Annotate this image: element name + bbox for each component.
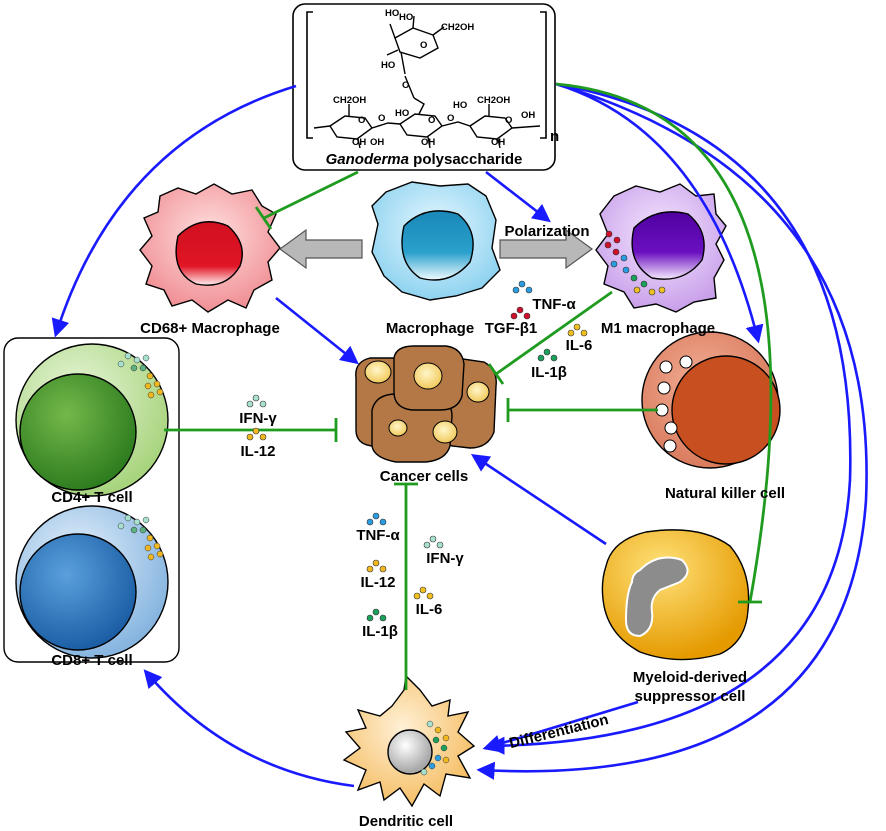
- label-dc-il12: IL-12: [360, 574, 395, 591]
- chem-label: O: [378, 113, 385, 124]
- label-nk-cell: Natural killer cell: [665, 485, 785, 502]
- label-macrophage: Macrophage: [386, 320, 474, 337]
- label-polarization: Polarization: [504, 223, 589, 240]
- activation-arrows: [51, 82, 868, 788]
- chem-label: HO: [399, 12, 413, 23]
- cd68-macrophage-cell: [139, 183, 281, 313]
- label-m1-tnf: TNF-α: [532, 296, 576, 313]
- label-t-il12: IL-12: [240, 443, 275, 460]
- top-sugar-ring: [386, 15, 445, 99]
- nk-granules: [655, 355, 693, 453]
- chem-label: CH2OH: [441, 22, 474, 33]
- chem-label: HO: [381, 60, 395, 71]
- cd8-granules: [117, 514, 164, 561]
- inhibition-lines: [164, 82, 773, 690]
- label-mdsc-line2: suppressor cell: [635, 688, 746, 705]
- t-cell-panel: [3, 337, 180, 663]
- macrophage-cell: [371, 181, 501, 301]
- chem-label: O: [505, 115, 512, 126]
- chem-label: O: [358, 115, 365, 126]
- chem-label: HO: [395, 108, 409, 119]
- chem-label: OH: [352, 137, 366, 148]
- chem-label: CH2OH: [333, 95, 366, 106]
- dendritic-cell: [342, 674, 476, 808]
- label-cancer-cells: Cancer cells: [380, 468, 468, 485]
- repeat-subscript: n: [550, 128, 559, 145]
- chem-label: OH: [491, 137, 505, 148]
- chem-label: O: [420, 40, 427, 51]
- label-mdsc-line1: Myeloid-derived: [633, 669, 747, 686]
- chem-label: CH2OH: [477, 95, 510, 106]
- chem-label: HO: [453, 100, 467, 111]
- label-tgf-beta1: TGF-β1: [485, 320, 538, 337]
- chem-label: OH: [421, 137, 435, 148]
- polysaccharide-panel: HO HO CH2OH HO O CH2OH HO O OH OH O CH2O…: [292, 3, 559, 171]
- polysaccharide-title: Ganoderma polysaccharide: [326, 151, 523, 168]
- cytokine-dots: [246, 280, 588, 622]
- label-dc-il1b: IL-1β: [362, 623, 398, 640]
- cd4-granules: [117, 352, 164, 399]
- dc-granules: [420, 720, 450, 776]
- grey-arrows: [278, 228, 594, 270]
- label-m1-il1b: IL-1β: [531, 364, 567, 381]
- cancer-cells-cluster: [355, 345, 497, 463]
- label-dendritic-cell: Dendritic cell: [359, 813, 453, 830]
- label-dc-tnf: TNF-α: [356, 527, 400, 544]
- nk-cell: [641, 331, 781, 469]
- chem-label: OH: [370, 137, 384, 148]
- chem-label: O: [447, 113, 454, 124]
- label-m1-il6: IL-6: [566, 337, 593, 354]
- label-differentiation: Differentiation: [508, 711, 611, 752]
- label-t-ifn: IFN-γ: [239, 410, 277, 427]
- chem-label: O: [428, 115, 435, 126]
- m1-granules: [604, 230, 666, 296]
- label-m1-macrophage: M1 macrophage: [601, 320, 715, 337]
- label-dc-ifn: IFN-γ: [426, 550, 464, 567]
- chem-label: O: [402, 80, 409, 91]
- label-dc-il6: IL-6: [416, 601, 443, 618]
- chem-label: OH: [521, 110, 535, 121]
- m1-macrophage-cell: [595, 183, 727, 313]
- mdsc-cell: [601, 529, 750, 661]
- label-cd8-t-cell: CD8+ T cell: [51, 652, 132, 669]
- chem-label: HO: [385, 8, 399, 19]
- label-cd68-macrophage: CD68+ Macrophage: [140, 320, 280, 337]
- backbone-rings: [313, 97, 541, 149]
- label-cd4-t-cell: CD4+ T cell: [51, 489, 132, 506]
